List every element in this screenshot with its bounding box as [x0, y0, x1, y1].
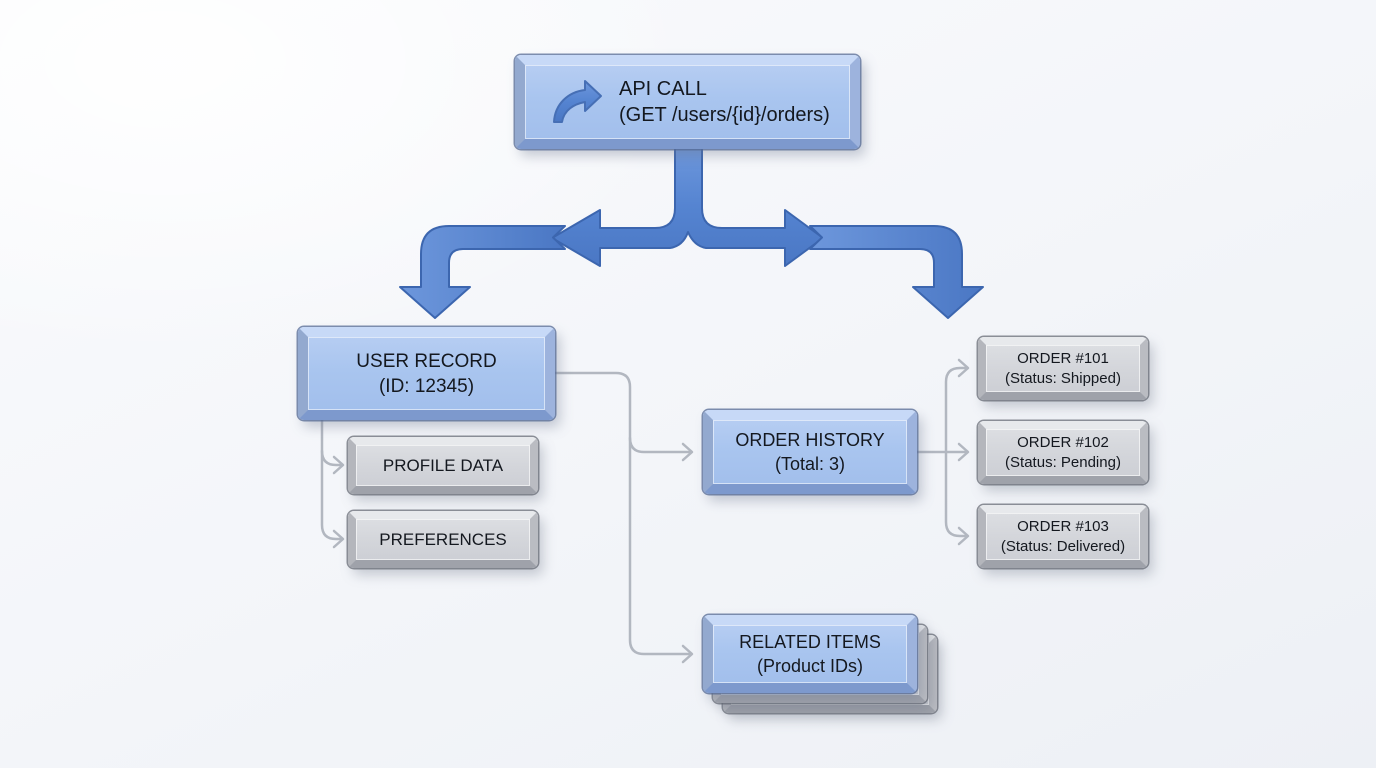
order-history-total: (Total: 3) [774, 454, 846, 474]
left-curve-arrow [399, 225, 566, 319]
arrowhead-order101 [957, 358, 970, 378]
order-103-title: ORDER #103 [1017, 517, 1109, 535]
connector-user-to-profile [320, 449, 343, 467]
order-101-status: (Status: Shipped) [1005, 369, 1121, 387]
related-items-title: RELATED ITEMS [739, 632, 881, 652]
user-record-title: USER RECORD [356, 350, 497, 372]
order-history-title: ORDER HISTORY [735, 430, 885, 450]
connector-user-to-preferences [320, 418, 343, 541]
node-order-101: ORDER #101 (Status: Shipped) [978, 337, 1148, 400]
order-103-status: (Status: Delivered) [1000, 537, 1126, 555]
preferences-label: PREFERENCES [379, 529, 507, 549]
node-user-record: USER RECORD (ID: 12345) [298, 327, 555, 420]
arrowhead-related [681, 644, 694, 664]
forward-arrow-icon [553, 80, 602, 123]
order-101-title: ORDER #101 [1017, 349, 1109, 367]
node-order-102: ORDER #102 (Status: Pending) [978, 421, 1148, 484]
node-order-103: ORDER #103 (Status: Delivered) [978, 505, 1148, 568]
connector-user-to-related [553, 371, 691, 656]
profile-data-label: PROFILE DATA [382, 455, 504, 475]
arrowhead-orderhistory [681, 442, 694, 462]
node-order-history: ORDER HISTORY (Total: 3) [703, 410, 917, 494]
related-items-subtitle: (Product IDs) [756, 656, 864, 676]
arrowhead-profile [332, 455, 345, 475]
user-record-id: (ID: 12345) [378, 375, 475, 397]
right-curve-arrow [809, 225, 984, 319]
arrowhead-order103 [957, 526, 970, 546]
node-preferences: PREFERENCES [348, 511, 538, 568]
connector-user-to-orderhistory [628, 436, 691, 454]
node-api-call: API CALL (GET /users/{id}/orders) [515, 55, 860, 149]
split-arrow [551, 146, 824, 267]
connector-to-order103 [944, 450, 967, 538]
node-related-items: RELATED ITEMS (Product IDs) [703, 615, 917, 693]
arrowhead-preferences [332, 529, 345, 549]
order-102-status: (Status: Pending) [1005, 453, 1121, 471]
order-102-title: ORDER #102 [1017, 433, 1109, 451]
arrowhead-order102 [957, 442, 970, 462]
api-call-title: API CALL [619, 78, 707, 100]
api-call-endpoint: (GET /users/{id}/orders) [619, 104, 830, 126]
node-profile-data: PROFILE DATA [348, 437, 538, 494]
connector-to-order101 [944, 366, 967, 454]
api-call-label: API CALL (GET /users/{id}/orders) [619, 76, 830, 128]
